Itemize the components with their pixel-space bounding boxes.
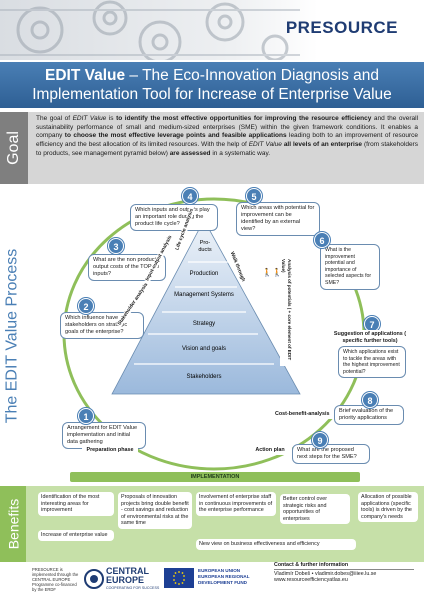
contact-divider (274, 569, 414, 570)
pyramid-level-stakeholders: Stakeholders (186, 374, 222, 380)
title-rest: – The Eco-Innovation Diagnosis and (125, 67, 380, 84)
process-diagram: Pro- ducts Production Management Systems… (24, 184, 424, 484)
title-line-2: Implementation Tool for Increase of Ente… (32, 86, 392, 103)
process-cycle-svg (62, 197, 366, 471)
pyramid-level-management-systems: Management Systems (174, 292, 234, 298)
benefit-item-5: New view on business effectiveness and e… (196, 539, 356, 550)
presource-logo: PRESOURCE (285, 18, 398, 37)
benefits-label-text: Benefits (5, 498, 21, 550)
benefit-item-1: Identification of the most interesting a… (38, 492, 114, 516)
step-2-number: 2 (78, 298, 94, 314)
central-europe-emblem-icon (84, 569, 104, 589)
step-8-box: Brief evaluation of the priority applica… (334, 405, 404, 425)
presource-programme-note: PRESOURCE is implemented through the CEN… (32, 567, 79, 592)
eu-erdf-text: EUROPEAN UNION EUROPEAN REGIONAL DEVELOP… (198, 568, 250, 585)
goal-label-text: Goal (5, 131, 23, 165)
step-5-box: Which areas with potential for improveme… (236, 202, 320, 236)
walking-people-icon: 🚶🚶 (262, 268, 282, 277)
benefit-item-4: Involvement of enterprise staff in conti… (196, 492, 276, 516)
central-europe-slogan: COOPERATING FOR SUCCESS (106, 586, 160, 590)
step-4-number: 4 (182, 188, 198, 204)
step-9-number: 9 (312, 432, 328, 448)
pyramid-level-production: Production (189, 271, 219, 277)
benefit-item-3: Proposals of innovation projects bring d… (118, 492, 192, 529)
cost-benefit-analysis-label: Cost-benefit-analysis (272, 410, 334, 419)
title-bar: EDIT Value – The Eco-Innovation Diagnosi… (0, 62, 424, 108)
step-1-number: 1 (78, 408, 94, 424)
pyramid-level-vision: Vision and goals (182, 346, 226, 352)
step-3-number: 3 (108, 238, 124, 254)
central-europe-text: CENTRAL EUROPE (106, 566, 149, 585)
step-6-number: 6 (314, 232, 330, 248)
contact-name-email[interactable]: Vladimír Dobeš • vladimir.dobes@iiiee.lu… (274, 570, 377, 577)
step-5-number: 5 (246, 188, 262, 204)
pyramid-level-strategy: Strategy (192, 321, 216, 327)
preparation-phase-label: Preparation phase (82, 446, 138, 455)
eu-flag-icon (164, 568, 194, 588)
process-label-text: The EDIT Value Process (3, 248, 20, 424)
benefit-item-6: Better control over strategic risks and … (280, 494, 350, 525)
contact-website-link[interactable]: www.resourceefficiencyatlas.eu (274, 577, 348, 584)
goal-text: The goal of EDIT Value is to identify th… (36, 115, 419, 157)
central-europe-logo: CENTRAL EUROPE COOPERATING FOR SUCCESS (84, 566, 159, 596)
pyramid-level-products: Pro- ducts (198, 240, 212, 253)
goal-band (0, 112, 424, 184)
step-4-box: Which inputs and outputs play an importa… (130, 204, 218, 231)
contact-block: Contact & further information Vladimír D… (274, 562, 420, 584)
step-8-number: 8 (362, 392, 378, 408)
title-bold: EDIT Value (44, 67, 126, 84)
process-label: The EDIT Value Process (0, 190, 24, 482)
benefit-item-7: Allocation of possible applications (spe… (358, 492, 418, 523)
implementation-bar: IMPLEMENTATION (70, 472, 360, 482)
step-7-box: Which applications exist to tackle the a… (338, 346, 406, 379)
benefit-item-2: Increase of enterprise value (38, 530, 114, 541)
contact-title: Contact & further information (274, 562, 349, 568)
step-2-box: Which influence have stakeholders on str… (60, 312, 144, 339)
step-1-box: Arrangement for EDIT Value implementatio… (62, 422, 146, 449)
goal-label: Goal (0, 112, 28, 184)
step-9-box: What are the proposed next steps for the… (292, 444, 370, 464)
management-pyramid (111, 219, 301, 395)
footer (0, 562, 424, 600)
title-line-1: EDIT Value – The Eco-Innovation Diagnosi… (0, 66, 424, 85)
step-6-box: What is the improvement potential and im… (320, 244, 380, 290)
gears-image (0, 0, 300, 60)
benefits-label: Benefits (0, 486, 26, 562)
action-plan-label: Action plan (248, 446, 292, 455)
header-banner: PRESOURCE (0, 0, 424, 60)
suggestion-of-applications-label: Suggestion of applications ( specific fu… (324, 330, 416, 346)
